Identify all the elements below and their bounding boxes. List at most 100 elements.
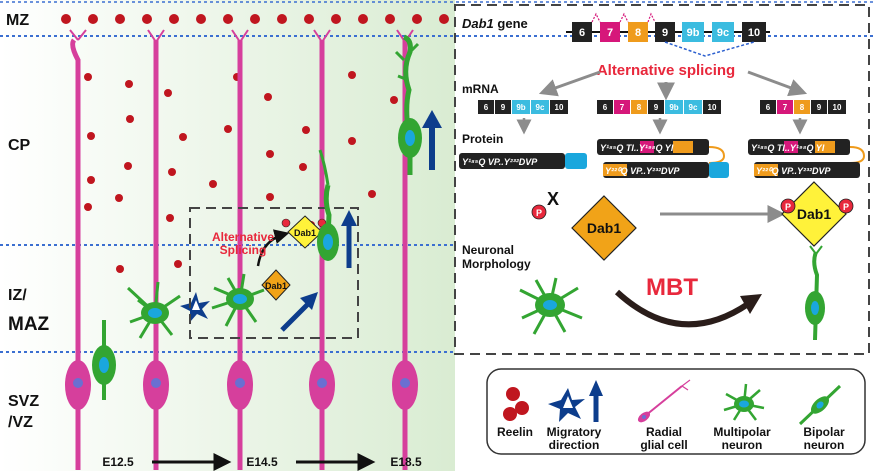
timeline-e12: E12.5	[102, 455, 134, 469]
svg-text:P: P	[785, 202, 791, 212]
svg-text:9b: 9b	[669, 103, 678, 112]
bipolar-neuron-migrating-mid	[317, 149, 339, 261]
mbt-label: MBT	[646, 274, 698, 301]
svg-text:Dab1: Dab1	[294, 228, 316, 238]
svg-text:7: 7	[783, 103, 788, 112]
svg-text:9c: 9c	[689, 103, 698, 112]
svg-text:9: 9	[501, 103, 506, 112]
svg-text:Dab1: Dab1	[265, 281, 287, 291]
gene-structure: 6 7 8 9 9b 9c 10	[566, 12, 770, 57]
splicing-curve-arrow	[256, 229, 290, 267]
dab1-orange-diamond-small: Dab1	[261, 269, 291, 301]
zone-label-iz: IZ/	[8, 287, 27, 304]
alternative-splicing-title: Alternative splicing	[597, 62, 735, 79]
legend-radial-label-1: Radial	[646, 425, 682, 439]
alt-splicing-label-2: Splicing	[220, 243, 267, 257]
zone-label-svz: SVZ	[8, 393, 39, 410]
legend-multipolar-icon	[723, 383, 765, 421]
mbt-curve-arrow	[614, 289, 750, 328]
bipolar-neuron-right	[805, 245, 825, 341]
gene-title: Dab1 gene	[462, 16, 528, 31]
multipolar-neuron-right	[519, 277, 583, 335]
svg-text:7: 7	[620, 103, 625, 112]
svg-text:10: 10	[748, 27, 760, 39]
neuronal-morphology-2: Morphology	[462, 257, 531, 271]
svg-text:Dab1: Dab1	[587, 220, 621, 236]
protein-right: Y¹⁸⁵Q TI..Y¹⁹⁸Q YI Y²²⁰Q VP..Y²³²DVP	[748, 139, 866, 178]
bipolar-neuron-cp	[394, 34, 422, 175]
legend-bipolar-label-1: Bipolar	[803, 425, 845, 439]
legend-bipolar-icon	[798, 384, 842, 426]
no-phosphorylation-x: X	[547, 189, 559, 209]
zone-label-mz: MZ	[6, 12, 29, 29]
legend-reelin-icon	[503, 387, 529, 421]
svg-text:9b: 9b	[516, 103, 525, 112]
legend-reelin-label: Reelin	[497, 425, 533, 439]
legend-migratory-icon	[548, 380, 603, 422]
svg-text:9c: 9c	[536, 103, 545, 112]
zone-label-cp: CP	[8, 137, 31, 154]
splicing-arrows	[538, 70, 808, 101]
scattered-reelin-dots	[84, 71, 398, 273]
svg-text:10: 10	[708, 103, 717, 112]
svg-text:10: 10	[555, 103, 564, 112]
svg-text:P: P	[843, 202, 849, 212]
timeline-e14: E14.5	[246, 455, 278, 469]
mrna-left: 6 9 9b 9c 10	[478, 100, 568, 114]
svg-text:9: 9	[817, 103, 822, 112]
migration-arrowhead-mid	[341, 210, 357, 226]
mrna-right: 6 7 8 9 10	[760, 100, 846, 114]
zone-label-maz: MAZ	[8, 314, 50, 335]
legend-multipolar-label-1: Multipolar	[713, 425, 771, 439]
bipolar-neuron-svz	[92, 320, 116, 400]
legend-multipolar-label-2: neuron	[722, 438, 763, 452]
dab1-yellow-diamond: Dab1 P P	[780, 181, 854, 247]
svg-text:Y¹⁸⁵Q TI..Y¹⁹⁸Q YI: Y¹⁸⁵Q TI..Y¹⁹⁸Q YI	[751, 143, 825, 153]
svg-text:9: 9	[654, 103, 659, 112]
svg-text:Y²²⁰Q VP..Y²³²DVP: Y²²⁰Q VP..Y²³²DVP	[756, 166, 831, 176]
svg-text:Y¹⁸⁵Q TI..Y¹⁹⁸Q YI: Y¹⁸⁵Q TI..Y¹⁹⁸Q YI	[600, 143, 674, 153]
timeline-e18: E18.5	[390, 455, 422, 469]
radial-glia-somas	[65, 360, 418, 410]
legend-bipolar-label-2: neuron	[804, 438, 845, 452]
svg-text:8: 8	[637, 103, 642, 112]
svg-text:6: 6	[603, 103, 608, 112]
protein-middle: Y¹⁸⁵Q TI..Y¹⁹⁸Q YI Y²²⁰Q VP..Y²³²DVP	[597, 139, 729, 178]
protein-left: Y¹⁸⁵Q VP..Y²³²DVP	[459, 153, 587, 169]
svg-text:P: P	[536, 208, 542, 218]
legend-radial-label-2: glial cell	[640, 438, 687, 452]
dab1-yellow-diamond-small: Dab1	[281, 215, 327, 249]
svg-text:Y²²⁰Q VP..Y²³²DVP: Y²²⁰Q VP..Y²³²DVP	[605, 166, 680, 176]
migration-arrowhead-diag	[300, 292, 318, 310]
mbt-arrowhead	[740, 294, 762, 314]
legend-migratory-label-2: direction	[549, 438, 600, 452]
svg-text:8: 8	[800, 103, 805, 112]
alt-splicing-label-1: Alternative	[212, 230, 274, 244]
svg-text:9c: 9c	[717, 27, 729, 39]
svg-text:Y¹⁸⁵Q VP..Y²³²DVP: Y¹⁸⁵Q VP..Y²³²DVP	[462, 157, 538, 167]
translation-arrows	[516, 118, 808, 135]
mz-reelin-dots	[61, 14, 449, 24]
svg-text:10: 10	[833, 103, 842, 112]
svg-text:8: 8	[635, 27, 641, 39]
mrna-label: mRNA	[462, 82, 499, 96]
mrna-middle: 6 7 8 9 9b 9c 10	[597, 100, 721, 114]
svg-text:Dab1: Dab1	[797, 206, 831, 222]
migration-arrowhead-top	[422, 110, 442, 128]
protein-label: Protein	[462, 132, 503, 146]
svg-text:6: 6	[484, 103, 489, 112]
zone-label-vz: /VZ	[8, 414, 33, 431]
svg-text:9: 9	[662, 27, 668, 39]
migration-arrow-diag	[280, 302, 310, 332]
dab1-detail-panel	[454, 4, 870, 355]
migratory-star-icon	[180, 292, 210, 322]
svg-text:6: 6	[579, 27, 585, 39]
neuronal-morphology-1: Neuronal	[462, 243, 514, 257]
alternative-splicing-box	[189, 207, 359, 339]
legend-radial-glia-icon	[637, 379, 691, 423]
svg-text:6: 6	[766, 103, 771, 112]
svg-text:7: 7	[607, 27, 613, 39]
svg-text:9b: 9b	[687, 27, 700, 39]
dab1-orange-diamond: Dab1 P X	[531, 189, 637, 261]
